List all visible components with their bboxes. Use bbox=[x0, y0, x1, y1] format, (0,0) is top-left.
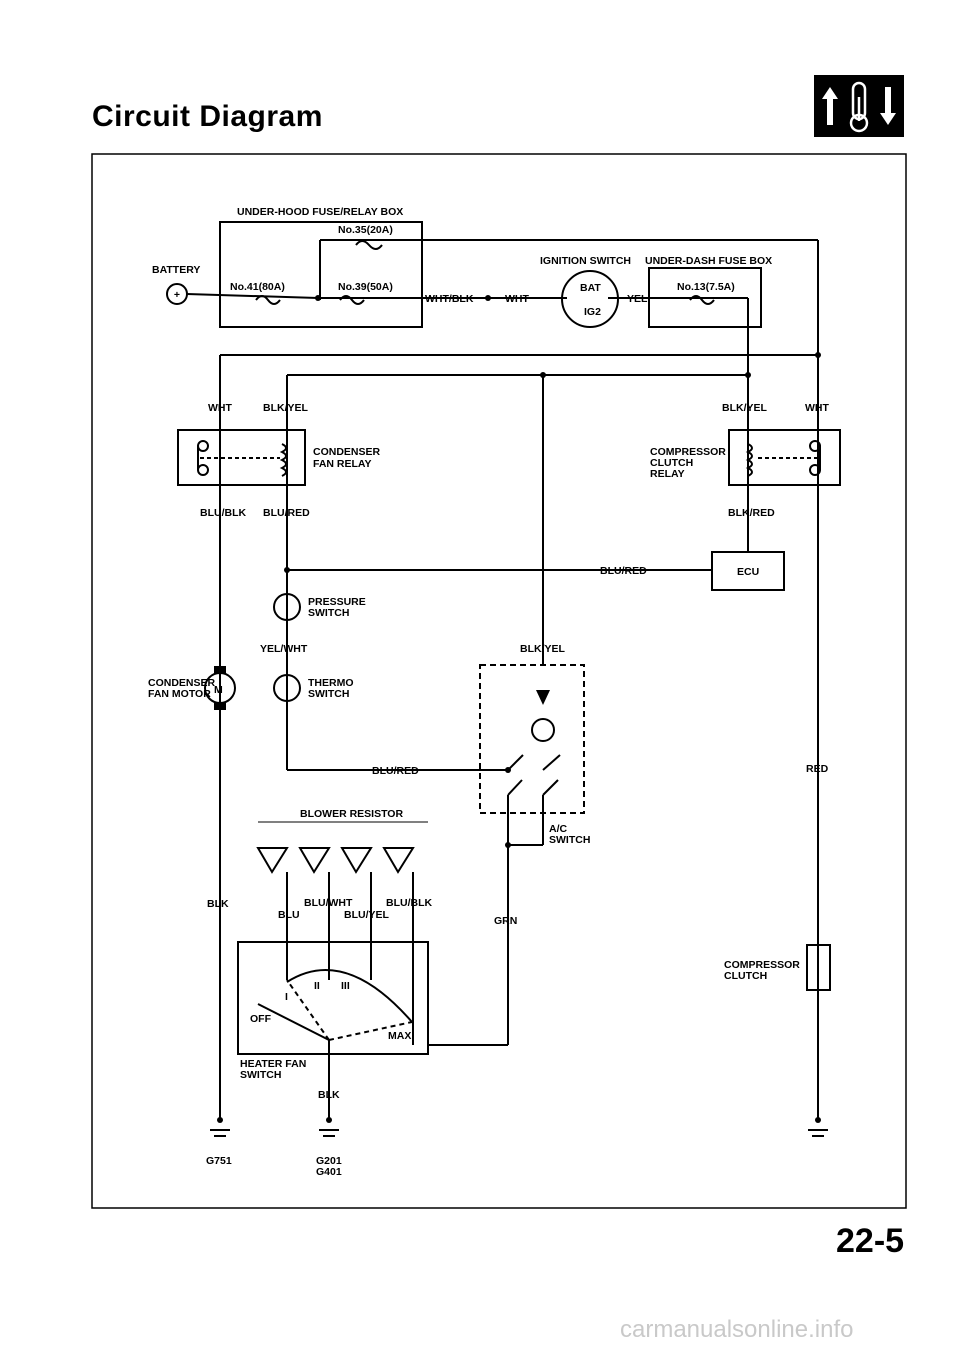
label-sw-i: I bbox=[285, 991, 288, 1003]
label-compressor-clutch-1: COMPRESSOR bbox=[724, 959, 800, 971]
label-blu-red-2: BLU/RED bbox=[600, 565, 647, 577]
label-red: RED bbox=[806, 763, 829, 775]
label-blk-yel-mid: BLK/YEL bbox=[520, 643, 566, 655]
label-condenser-fan-relay-2: FAN RELAY bbox=[313, 458, 372, 470]
label-wht-right: WHT bbox=[805, 402, 829, 414]
diagram-frame bbox=[91, 153, 907, 1209]
label-fuse-13: No.13(7.5A) bbox=[677, 281, 735, 293]
label-blu-yel: BLU/YEL bbox=[344, 909, 390, 921]
label-compressor-relay-2: CLUTCH bbox=[650, 457, 693, 469]
label-thermo-switch-2: SWITCH bbox=[308, 688, 349, 700]
label-g401: G401 bbox=[316, 1166, 342, 1178]
compressor-clutch-relay bbox=[728, 429, 841, 486]
heater-fan-switch bbox=[237, 941, 429, 1055]
label-ac-switch-1: A/C bbox=[549, 823, 568, 835]
label-heater-fan-switch-2: SWITCH bbox=[240, 1069, 281, 1081]
label-compressor-clutch-2: CLUTCH bbox=[724, 970, 767, 982]
hvac-temperature-icon bbox=[814, 75, 904, 137]
label-sw-ii: II bbox=[314, 980, 320, 992]
label-condenser-fan-motor-2: FAN MOTOR bbox=[148, 688, 211, 700]
label-wht-1: WHT bbox=[505, 293, 529, 305]
label-blu-wht: BLU/WHT bbox=[304, 897, 353, 909]
label-yel-1: YEL bbox=[627, 293, 648, 305]
label-sw-iii: III bbox=[341, 980, 350, 992]
label-ecu: ECU bbox=[737, 566, 759, 578]
label-wht-left: WHT bbox=[208, 402, 232, 414]
page-title: Circuit Diagram bbox=[92, 100, 323, 133]
label-underdash-box: UNDER-DASH FUSE BOX bbox=[645, 255, 772, 267]
label-grn: GRN bbox=[494, 915, 517, 927]
page-number: 22-5 bbox=[836, 1222, 905, 1260]
label-blu-red-1: BLU/RED bbox=[263, 507, 310, 519]
label-blk-bottom: BLK bbox=[318, 1089, 340, 1101]
label-thermo-switch-1: THERMO bbox=[308, 677, 354, 689]
label-ignition-switch: IGNITION SWITCH bbox=[540, 255, 631, 267]
label-blk-left: BLK bbox=[207, 898, 229, 910]
label-bat: BAT bbox=[580, 282, 601, 294]
label-g201: G201 bbox=[316, 1155, 342, 1167]
label-blu-blk-2: BLU/BLK bbox=[386, 897, 432, 909]
label-blk-red: BLK/RED bbox=[728, 507, 775, 519]
label-yel-wht: YEL/WHT bbox=[260, 643, 308, 655]
label-max: MAX bbox=[388, 1030, 411, 1042]
label-fuse-41: No.41(80A) bbox=[230, 281, 285, 293]
label-ac-switch-2: SWITCH bbox=[549, 834, 590, 846]
label-blu-blk-1: BLU/BLK bbox=[200, 507, 246, 519]
motor-m: M bbox=[214, 684, 223, 696]
label-condenser-fan-motor-1: CONDENSER bbox=[148, 677, 216, 689]
label-wht-blk: WHT/BLK bbox=[425, 293, 474, 305]
label-underhood-box: UNDER-HOOD FUSE/RELAY BOX bbox=[237, 206, 403, 218]
underhood-fuse-box bbox=[219, 221, 423, 328]
condenser-fan-relay bbox=[177, 429, 306, 486]
label-pressure-switch-1: PRESSURE bbox=[308, 596, 366, 608]
label-compressor-relay-3: RELAY bbox=[650, 468, 685, 480]
label-pressure-switch-2: SWITCH bbox=[308, 607, 349, 619]
watermark: carmanualsonline.info bbox=[620, 1316, 854, 1343]
label-off: OFF bbox=[250, 1013, 272, 1025]
label-blower-resistor: BLOWER RESISTOR bbox=[300, 808, 403, 820]
label-blu: BLU bbox=[278, 909, 300, 921]
ac-switch bbox=[479, 664, 585, 814]
label-fuse-39: No.39(50A) bbox=[338, 281, 393, 293]
compressor-clutch bbox=[806, 944, 831, 991]
label-condenser-fan-relay-1: CONDENSER bbox=[313, 446, 381, 458]
label-ig2: IG2 bbox=[584, 306, 601, 318]
label-blk-yel-left: BLK/YEL bbox=[263, 402, 309, 414]
label-battery: BATTERY bbox=[152, 264, 200, 276]
battery-plus-icon: + bbox=[174, 289, 180, 301]
label-blu-red-3: BLU/RED bbox=[372, 765, 419, 777]
label-g751: G751 bbox=[206, 1155, 232, 1167]
label-fuse-35: No.35(20A) bbox=[338, 224, 393, 236]
label-compressor-relay-1: COMPRESSOR bbox=[650, 446, 726, 458]
label-blk-yel-right: BLK/YEL bbox=[722, 402, 768, 414]
label-heater-fan-switch-1: HEATER FAN bbox=[240, 1058, 306, 1070]
